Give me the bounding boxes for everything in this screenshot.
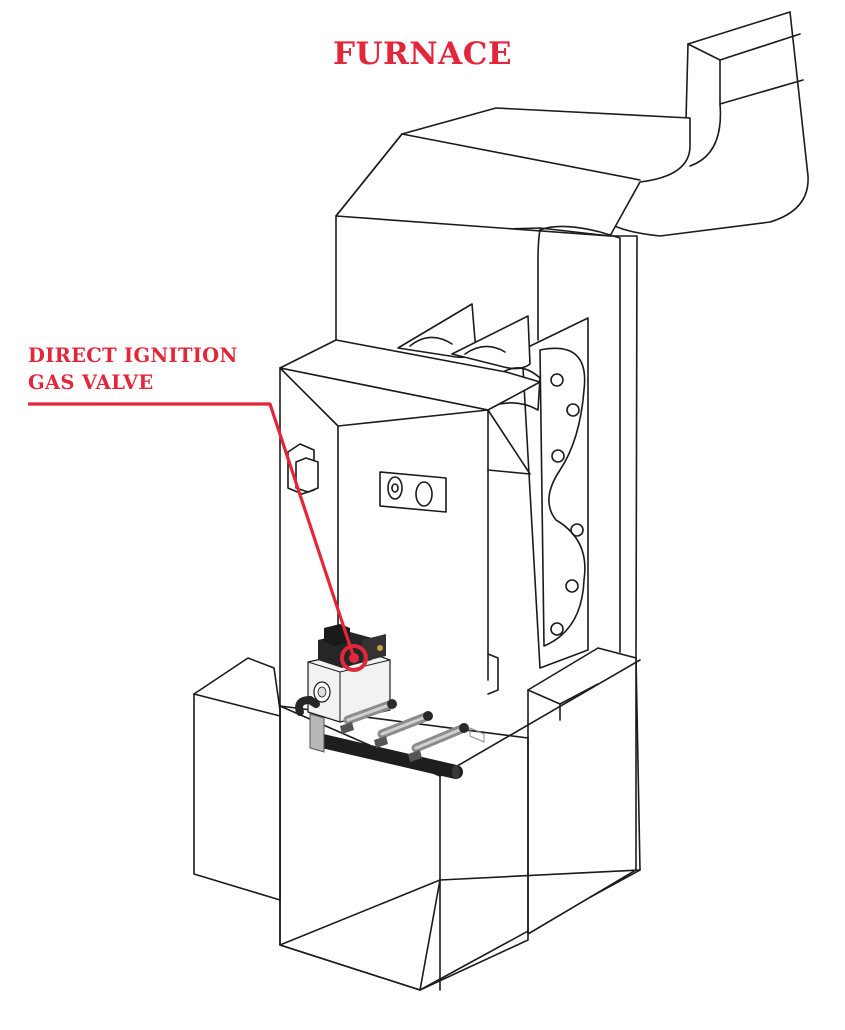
diagram-title: FURNACE <box>333 36 512 72</box>
heat-exchanger <box>397 303 589 669</box>
burner-manifold <box>309 699 485 779</box>
callout-label-line1: DIRECT IGNITION <box>28 344 238 367</box>
burner-tube <box>343 699 397 725</box>
burner-box <box>279 339 541 695</box>
callout-leader <box>28 402 368 672</box>
callout-target-ring <box>340 644 368 672</box>
blower-compartment <box>193 647 641 991</box>
callout-label: DIRECT IGNITION GAS VALVE <box>28 342 238 396</box>
supply-duct <box>335 11 809 237</box>
callout-label-line2: GAS VALVE <box>28 371 154 394</box>
burner-tube <box>377 711 433 739</box>
burner-tube <box>411 723 469 753</box>
callout-target-dot <box>349 653 359 663</box>
